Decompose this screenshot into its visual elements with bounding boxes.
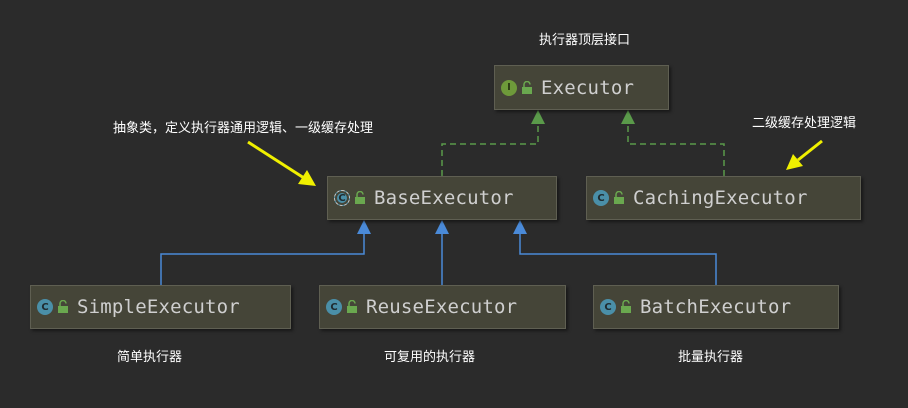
- edge-batch-extends-base: [519, 234, 717, 285]
- unlock-icon: [347, 300, 357, 313]
- abstract-class-icon: C: [334, 190, 350, 206]
- unlock-icon: [58, 300, 68, 313]
- edge-base-implements-executor: [441, 124, 539, 176]
- node-simple-executor[interactable]: C SimpleExecutor: [30, 285, 291, 329]
- node-reuse-executor[interactable]: C ReuseExecutor: [319, 285, 566, 329]
- node-batch-executor[interactable]: C BatchExecutor: [593, 285, 839, 329]
- class-icon: C: [326, 299, 342, 315]
- node-caching-executor[interactable]: C CachingExecutor: [586, 176, 861, 220]
- unlock-icon: [621, 300, 631, 313]
- node-executor[interactable]: I Executor: [494, 65, 669, 110]
- edge-simple-extends-base: [160, 234, 365, 285]
- annotation-arrow-caching: [797, 139, 823, 162]
- node-base-executor[interactable]: C BaseExecutor: [327, 176, 557, 220]
- extends-arrowhead-reuse: [435, 220, 449, 234]
- unlock-icon: [522, 80, 532, 94]
- label-reuse-note: 可复用的执行器: [384, 350, 476, 365]
- class-icon: C: [37, 299, 53, 315]
- extends-arrowhead-simple: [357, 220, 371, 234]
- interface-icon: I: [501, 79, 517, 96]
- label-batch-note: 批量执行器: [678, 350, 744, 365]
- unlock-icon: [614, 191, 624, 204]
- annotation-arrow-base: [247, 140, 305, 180]
- class-name: CachingExecutor: [633, 187, 808, 209]
- label-top-interface: 执行器顶层接口: [539, 33, 631, 48]
- implements-arrowhead-caching: [621, 110, 635, 124]
- annotation-arrowhead-caching: [786, 154, 803, 170]
- implements-arrowhead-base: [531, 110, 545, 124]
- unlock-icon: [355, 191, 365, 204]
- class-name: Executor: [541, 76, 635, 99]
- extends-arrowhead-batch: [513, 220, 527, 234]
- label-simple-note: 简单执行器: [117, 350, 183, 365]
- class-name: BatchExecutor: [640, 296, 792, 318]
- label-caching-note: 二级缓存处理逻辑: [752, 116, 857, 131]
- class-name: SimpleExecutor: [77, 296, 240, 318]
- class-name: ReuseExecutor: [366, 296, 518, 318]
- label-base-note: 抽象类，定义执行器通用逻辑、一级缓存处理: [113, 121, 374, 136]
- class-icon: C: [600, 299, 616, 315]
- class-icon: C: [593, 190, 609, 206]
- annotation-arrowhead-base: [298, 170, 316, 186]
- class-name: BaseExecutor: [374, 187, 514, 209]
- edge-caching-implements-executor: [627, 124, 725, 176]
